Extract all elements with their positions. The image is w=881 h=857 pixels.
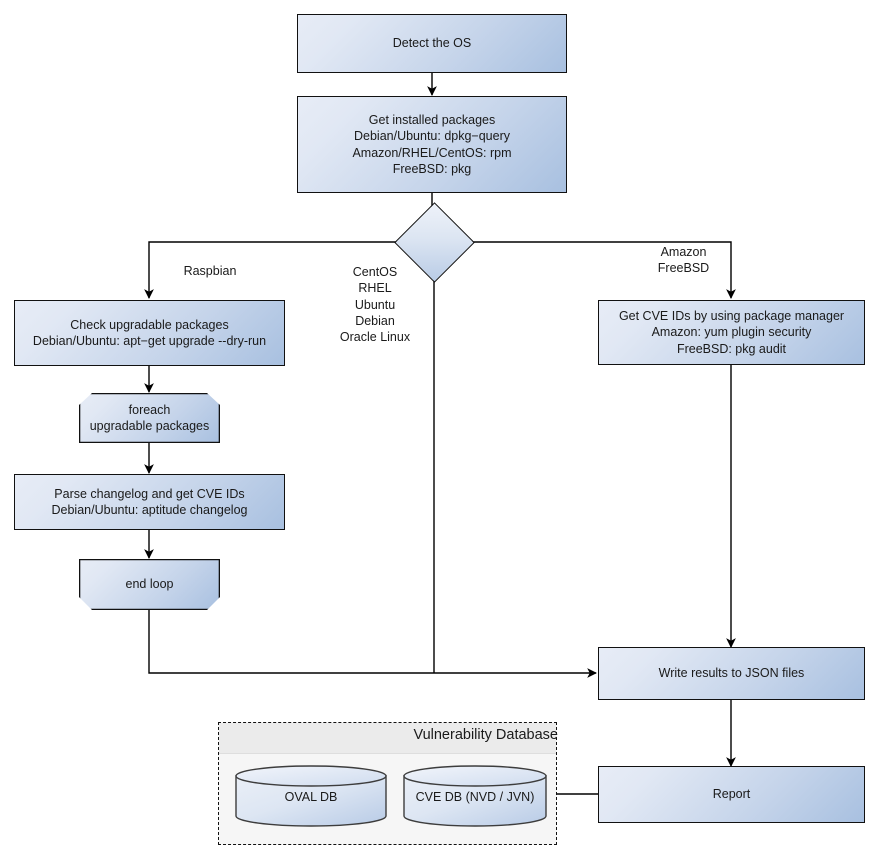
node-get-cve-ids[interactable]: Get CVE IDs by using package manager Ama… (598, 300, 865, 365)
node-report[interactable]: Report (598, 766, 865, 823)
node-parse-changelog[interactable]: Parse changelog and get CVE IDs Debian/U… (14, 474, 285, 530)
db-cylinder-oval-label: OVAL DB (284, 790, 338, 805)
edge-label-amazon-freebsd: Amazon FreeBSD (657, 245, 710, 276)
group-vulnerability-database: Vulnerability Database O (218, 722, 558, 845)
node-detect-the-os-label: Detect the OS (392, 36, 472, 51)
node-foreach-loop-start-label: foreach upgradable packages (89, 402, 210, 433)
node-report-label: Report (712, 787, 751, 802)
node-detect-the-os[interactable]: Detect the OS (297, 14, 567, 73)
node-write-results-json-label: Write results to JSON files (658, 666, 805, 681)
group-title-vulnerability-database: Vulnerability Database (413, 727, 558, 743)
node-foreach-loop-start[interactable]: foreach upgradable packages (79, 393, 220, 443)
node-get-installed-packages-label: Get installed packages Debian/Ubuntu: dp… (352, 112, 512, 177)
db-cylinder-oval[interactable]: OVAL DB (235, 765, 387, 827)
node-parse-changelog-label: Parse changelog and get CVE IDs Debian/U… (51, 486, 248, 518)
node-end-loop-label: end loop (125, 577, 174, 592)
edge-label-center-distros: CentOS RHEL Ubuntu Debian Oracle Linux (339, 265, 411, 344)
node-write-results-json[interactable]: Write results to JSON files (598, 647, 865, 700)
node-check-upgradable-packages[interactable]: Check upgradable packages Debian/Ubuntu:… (14, 300, 285, 366)
node-get-cve-ids-label: Get CVE IDs by using package manager Ama… (618, 308, 845, 356)
group-header-bar (219, 723, 556, 754)
db-cylinder-cve[interactable]: CVE DB (NVD / JVN) (403, 765, 547, 827)
db-cylinder-cve-label: CVE DB (NVD / JVN) (415, 790, 535, 805)
node-get-installed-packages[interactable]: Get installed packages Debian/Ubuntu: dp… (297, 96, 567, 193)
node-end-loop[interactable]: end loop (79, 559, 220, 610)
edge-label-raspbian: Raspbian (183, 264, 237, 278)
node-check-upgradable-packages-label: Check upgradable packages Debian/Ubuntu:… (32, 317, 267, 349)
edge-endloop-to-write (148, 610, 597, 678)
